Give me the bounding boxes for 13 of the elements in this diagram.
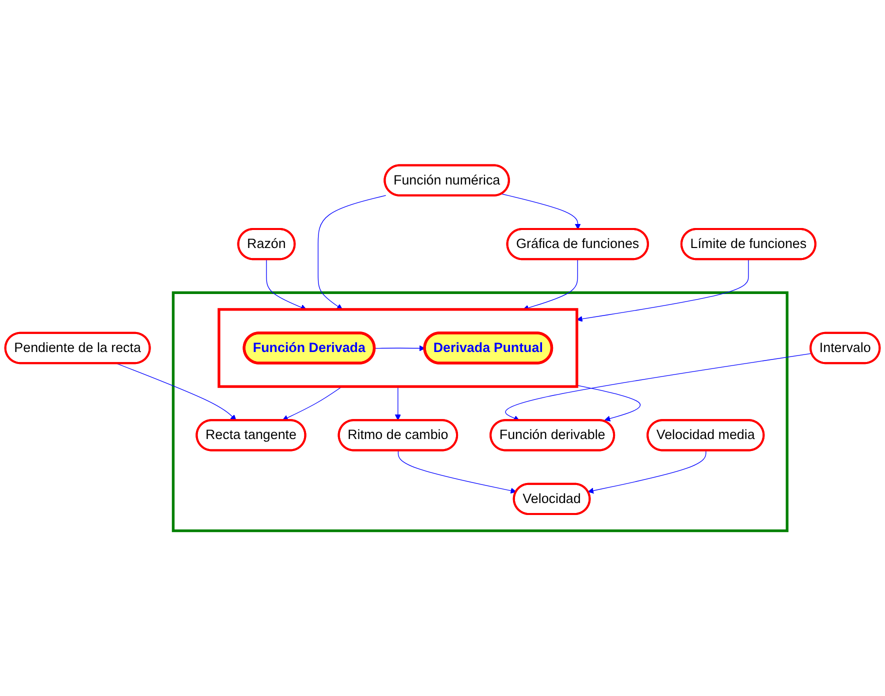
arrow (576, 258, 749, 322)
arrow (394, 386, 401, 420)
arrow (588, 450, 706, 494)
cluster (218, 308, 578, 388)
arrow (318, 195, 386, 310)
arrow (398, 450, 516, 494)
cluster (172, 291, 788, 532)
arrow (501, 194, 581, 230)
arrow (374, 345, 426, 352)
arrow (505, 353, 812, 421)
arrow (266, 258, 307, 310)
arrow (282, 386, 342, 420)
arrow (576, 385, 640, 422)
